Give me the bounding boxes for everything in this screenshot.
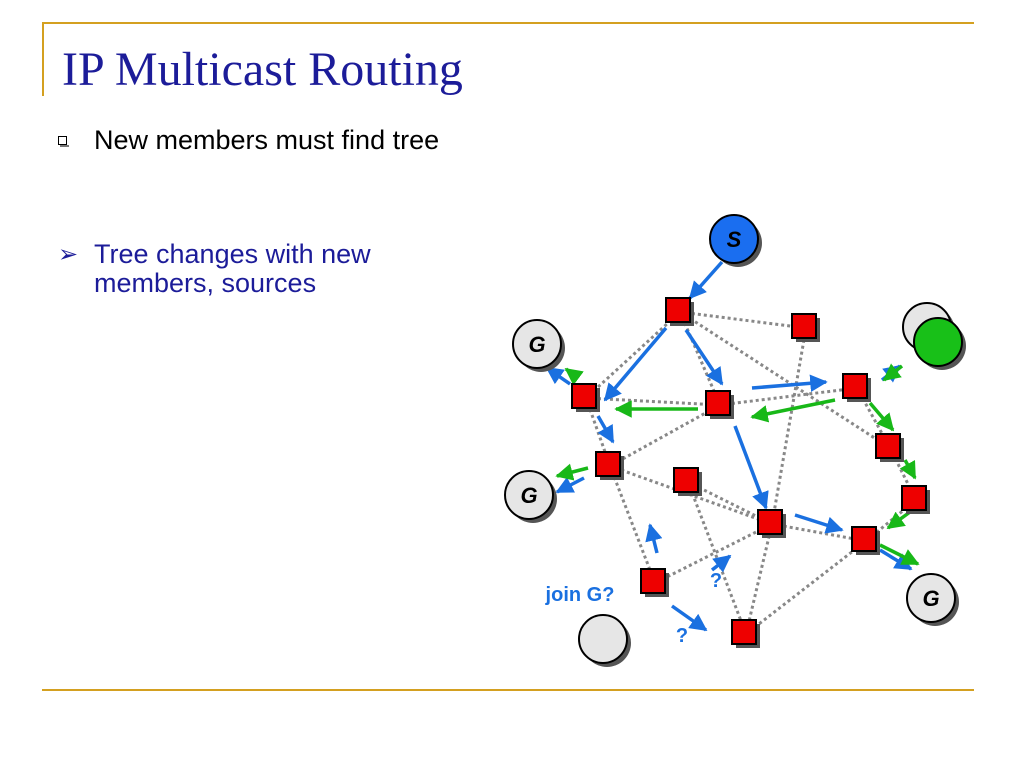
group-label: G [528,332,545,357]
link [608,465,657,584]
router [673,467,702,496]
group-member-node: G [906,573,959,626]
link [770,327,808,525]
group-label: G [922,586,939,611]
group-member-node: G [512,319,565,372]
link [654,522,773,585]
bullet-1: New members must find tree [58,126,478,155]
link [584,310,682,400]
tree-arrow [879,548,913,571]
tree-arrow [794,513,844,534]
group-label: G [520,483,537,508]
new-tree-arrow [555,463,589,481]
query-label: ? [710,570,722,592]
link [678,311,722,406]
link [679,310,807,330]
tree-arrow [603,326,668,402]
link [745,539,867,636]
bullet-1-text: New members must find tree [94,125,440,155]
new-tree-arrow [868,401,895,432]
join-query-arrow [670,604,708,632]
router [705,390,734,419]
group-member-node: G [504,470,557,523]
tree-arrows [545,260,913,632]
new-tree-arrow [899,459,917,480]
link [744,523,774,635]
join-query-arrow [710,554,732,573]
join-label: join G? [545,584,615,606]
router [851,526,880,555]
top-rule [42,22,974,24]
link [609,403,721,468]
link [719,386,858,407]
new-tree-arrow [882,363,904,382]
tree-arrow [684,329,724,386]
bullet-2: ➢ Tree changes with new members, sources [58,240,478,298]
tree-arrow [688,260,724,300]
new-tree-arrow [886,510,912,530]
source-node: S [709,214,762,267]
slide-title: IP Multicast Routing [62,43,463,96]
link [585,396,721,407]
tree-arrow [733,425,769,510]
router [875,433,904,462]
square-bullet-icon [58,136,69,147]
new-tree-arrow [879,543,920,566]
host-node [578,614,631,667]
new-member-node [902,302,966,370]
source-label: S [727,227,742,252]
bottom-rule [42,689,974,691]
router [901,485,930,514]
left-rule [42,22,44,96]
router [731,619,760,648]
tree-arrow [751,374,828,392]
router [842,373,871,402]
router [595,451,624,480]
router [757,509,786,538]
router [665,297,694,326]
link [686,481,748,635]
bullet-2-text: Tree changes with new members, sources [94,239,371,298]
router [571,383,600,412]
link [771,522,867,543]
tree-arrow [555,476,585,494]
routers [571,297,930,648]
tree-arrow [596,415,615,444]
query-label: ? [676,625,688,647]
join-query-arrow [645,523,663,554]
arrow-bullet-icon: ➢ [58,241,79,268]
new-tree-arrow [564,367,584,386]
router [640,568,669,597]
new-tree-arrow [750,398,836,423]
router [791,313,820,342]
new-tree-arrows [555,363,920,566]
